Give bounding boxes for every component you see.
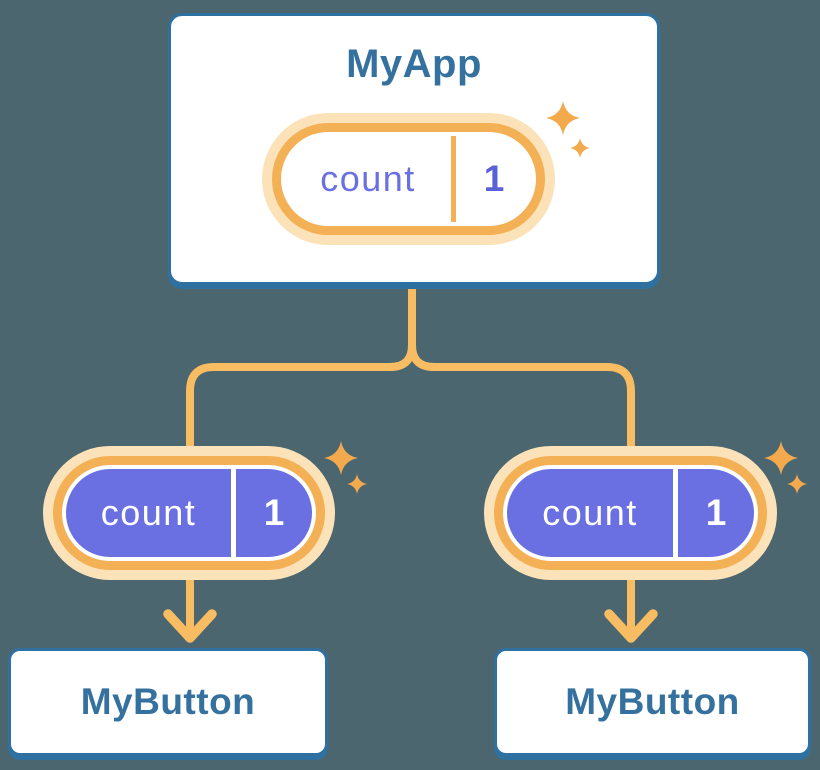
pill-label: count (100, 492, 197, 533)
prop-pill-right: count 1 (484, 446, 777, 580)
pill-ring: count 1 (53, 456, 325, 570)
pill-divider (451, 136, 456, 222)
pill-ring: count 1 (272, 123, 545, 235)
pill-value: 1 (705, 492, 727, 533)
pill-label: count (542, 492, 638, 533)
component-title: MyApp (346, 42, 482, 86)
component-card-mybutton-left: MyButton (8, 648, 328, 756)
state-pill-myapp: count 1 (262, 113, 555, 245)
component-title: MyButton (80, 681, 256, 722)
prop-pill-left: count 1 (43, 446, 335, 580)
pill-divider (231, 469, 236, 557)
pill-label: count (320, 158, 416, 199)
pill-value: 1 (263, 492, 285, 533)
pill-body: count 1 (285, 136, 532, 222)
pill-ring: count 1 (494, 456, 767, 570)
pill-body: count 1 (507, 469, 754, 557)
pill-divider (673, 469, 678, 557)
component-title: MyButton (565, 681, 740, 722)
pill-value: 1 (483, 158, 505, 199)
pill-body: count 1 (66, 469, 312, 557)
component-card-mybutton-right: MyButton (494, 648, 811, 756)
